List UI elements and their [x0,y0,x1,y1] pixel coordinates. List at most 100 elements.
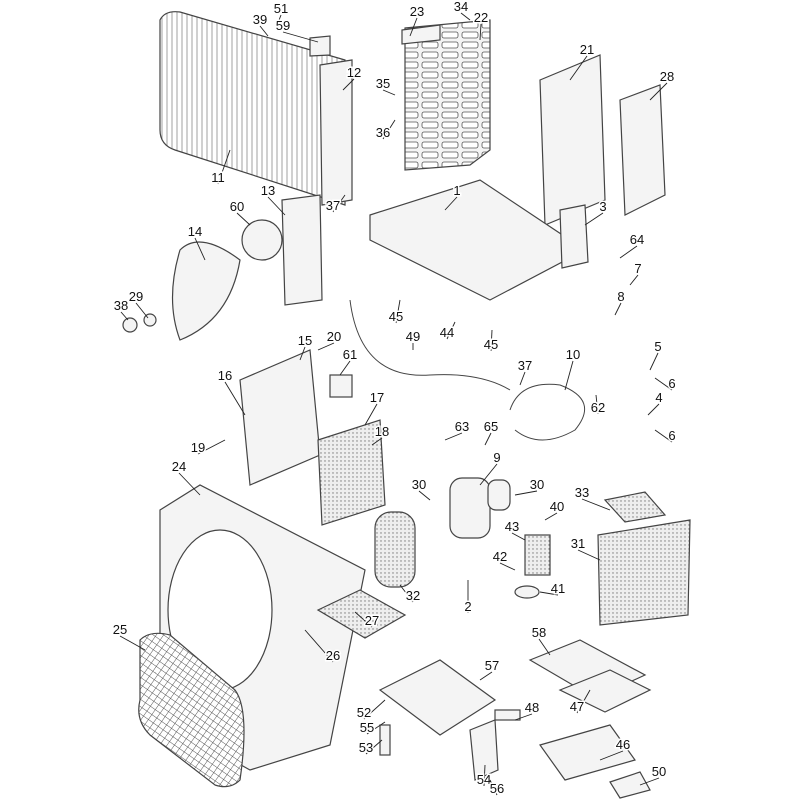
part-number-label: 28 [660,69,674,84]
part-number-label: 32 [406,588,420,603]
part-number-label: 13 [261,183,275,198]
part-number-label: 18 [375,424,389,439]
leader-line [444,432,463,441]
leader-line [511,532,526,541]
part-number-label: 43 [505,519,519,534]
leader-line [409,17,418,37]
axial-fan [171,241,241,341]
compressor-insulation [374,511,416,588]
part-number-label: 58 [532,625,546,640]
leader-line [366,721,386,735]
part-number-label: 10 [566,347,580,362]
insulation-33 [603,491,667,523]
part-number-label: 14 [188,224,202,239]
leader-line [178,472,201,496]
rear-grille-panel [404,19,491,171]
part-number-label: 55 [360,720,374,735]
leader-line [490,329,493,352]
leader-line [382,89,396,96]
leader-line [332,194,346,213]
part-number-label: 15 [298,333,312,348]
part-number-label: 56 [490,781,504,796]
part-number-label: 3 [599,199,606,214]
leader-line [259,25,269,37]
cover-plate [619,84,666,216]
terminal-block [494,709,521,721]
part-number-label: 35 [376,76,390,91]
leader-line [584,212,604,226]
part-number-label: 8 [617,289,624,304]
leader-line [519,371,526,386]
right-side-panel [539,54,606,226]
part-number-label: 41 [551,581,565,596]
leader-line [649,352,659,371]
leader-line [135,302,149,319]
part-number-label: 46 [616,737,630,752]
leader-line [119,635,146,651]
leader-line [649,82,668,101]
valve-support [559,204,589,269]
part-number-label: 17 [370,390,384,405]
accumulator [487,479,511,511]
leader-line [629,274,639,286]
leader-line [354,611,373,628]
fan-motor [241,219,283,261]
leader-line [444,196,458,211]
part-number-label: 2 [464,599,471,614]
part-number-label: 16 [218,368,232,383]
capillary-tube [349,299,511,391]
leader-line [544,512,558,521]
leader-line [339,360,351,376]
part-number-label: 31 [571,536,585,551]
motor-support [281,194,323,306]
part-number-label: 37 [326,198,340,213]
leader-line [371,437,383,446]
part-number-label: 19 [191,440,205,455]
part-number-label: 65 [484,419,498,434]
leader-line [564,360,574,391]
part-number-label: 7 [634,261,641,276]
part-number-label: 49 [406,329,420,344]
leader-line [514,713,533,721]
part-number-label: 1 [453,183,460,198]
part-number-label: 62 [591,400,605,415]
leader-line [538,638,551,656]
leader-line [267,196,286,216]
insulation-31 [597,519,691,626]
insulation-43 [524,534,551,576]
base-tray [369,179,587,301]
part-shapes [122,11,691,799]
part-number-label: 4 [655,390,662,405]
part-number-label: 53 [359,740,373,755]
leader-line [299,346,306,361]
leader-line [484,432,492,446]
part-number-label: 26 [326,648,340,663]
leader-line [446,321,456,340]
part-number-label: 47 [570,699,584,714]
capacitor [329,374,353,398]
leader-line [581,498,611,511]
part-number-label: 50 [652,764,666,779]
leader-line [194,237,206,261]
leader-line [236,212,251,226]
coil-end-plate [319,59,353,206]
part-number-label: 5 [654,339,661,354]
leader-line [595,394,599,415]
part-number-label: 45 [389,309,403,324]
leader-line [395,299,401,324]
front-grille [138,632,245,788]
leader-line [282,31,319,43]
compressor [449,477,491,539]
leader-line [514,490,538,496]
part-number-label: 27 [365,613,379,628]
leader-line [654,429,673,443]
part-number-label: 64 [630,232,644,247]
part-number-label: 33 [575,485,589,500]
part-53 [379,724,391,756]
part-number-label: 30 [412,477,426,492]
part-number-label: 11 [211,170,225,185]
bracket-54 [469,719,499,781]
handle-part [401,24,441,45]
leader-line [489,779,498,796]
